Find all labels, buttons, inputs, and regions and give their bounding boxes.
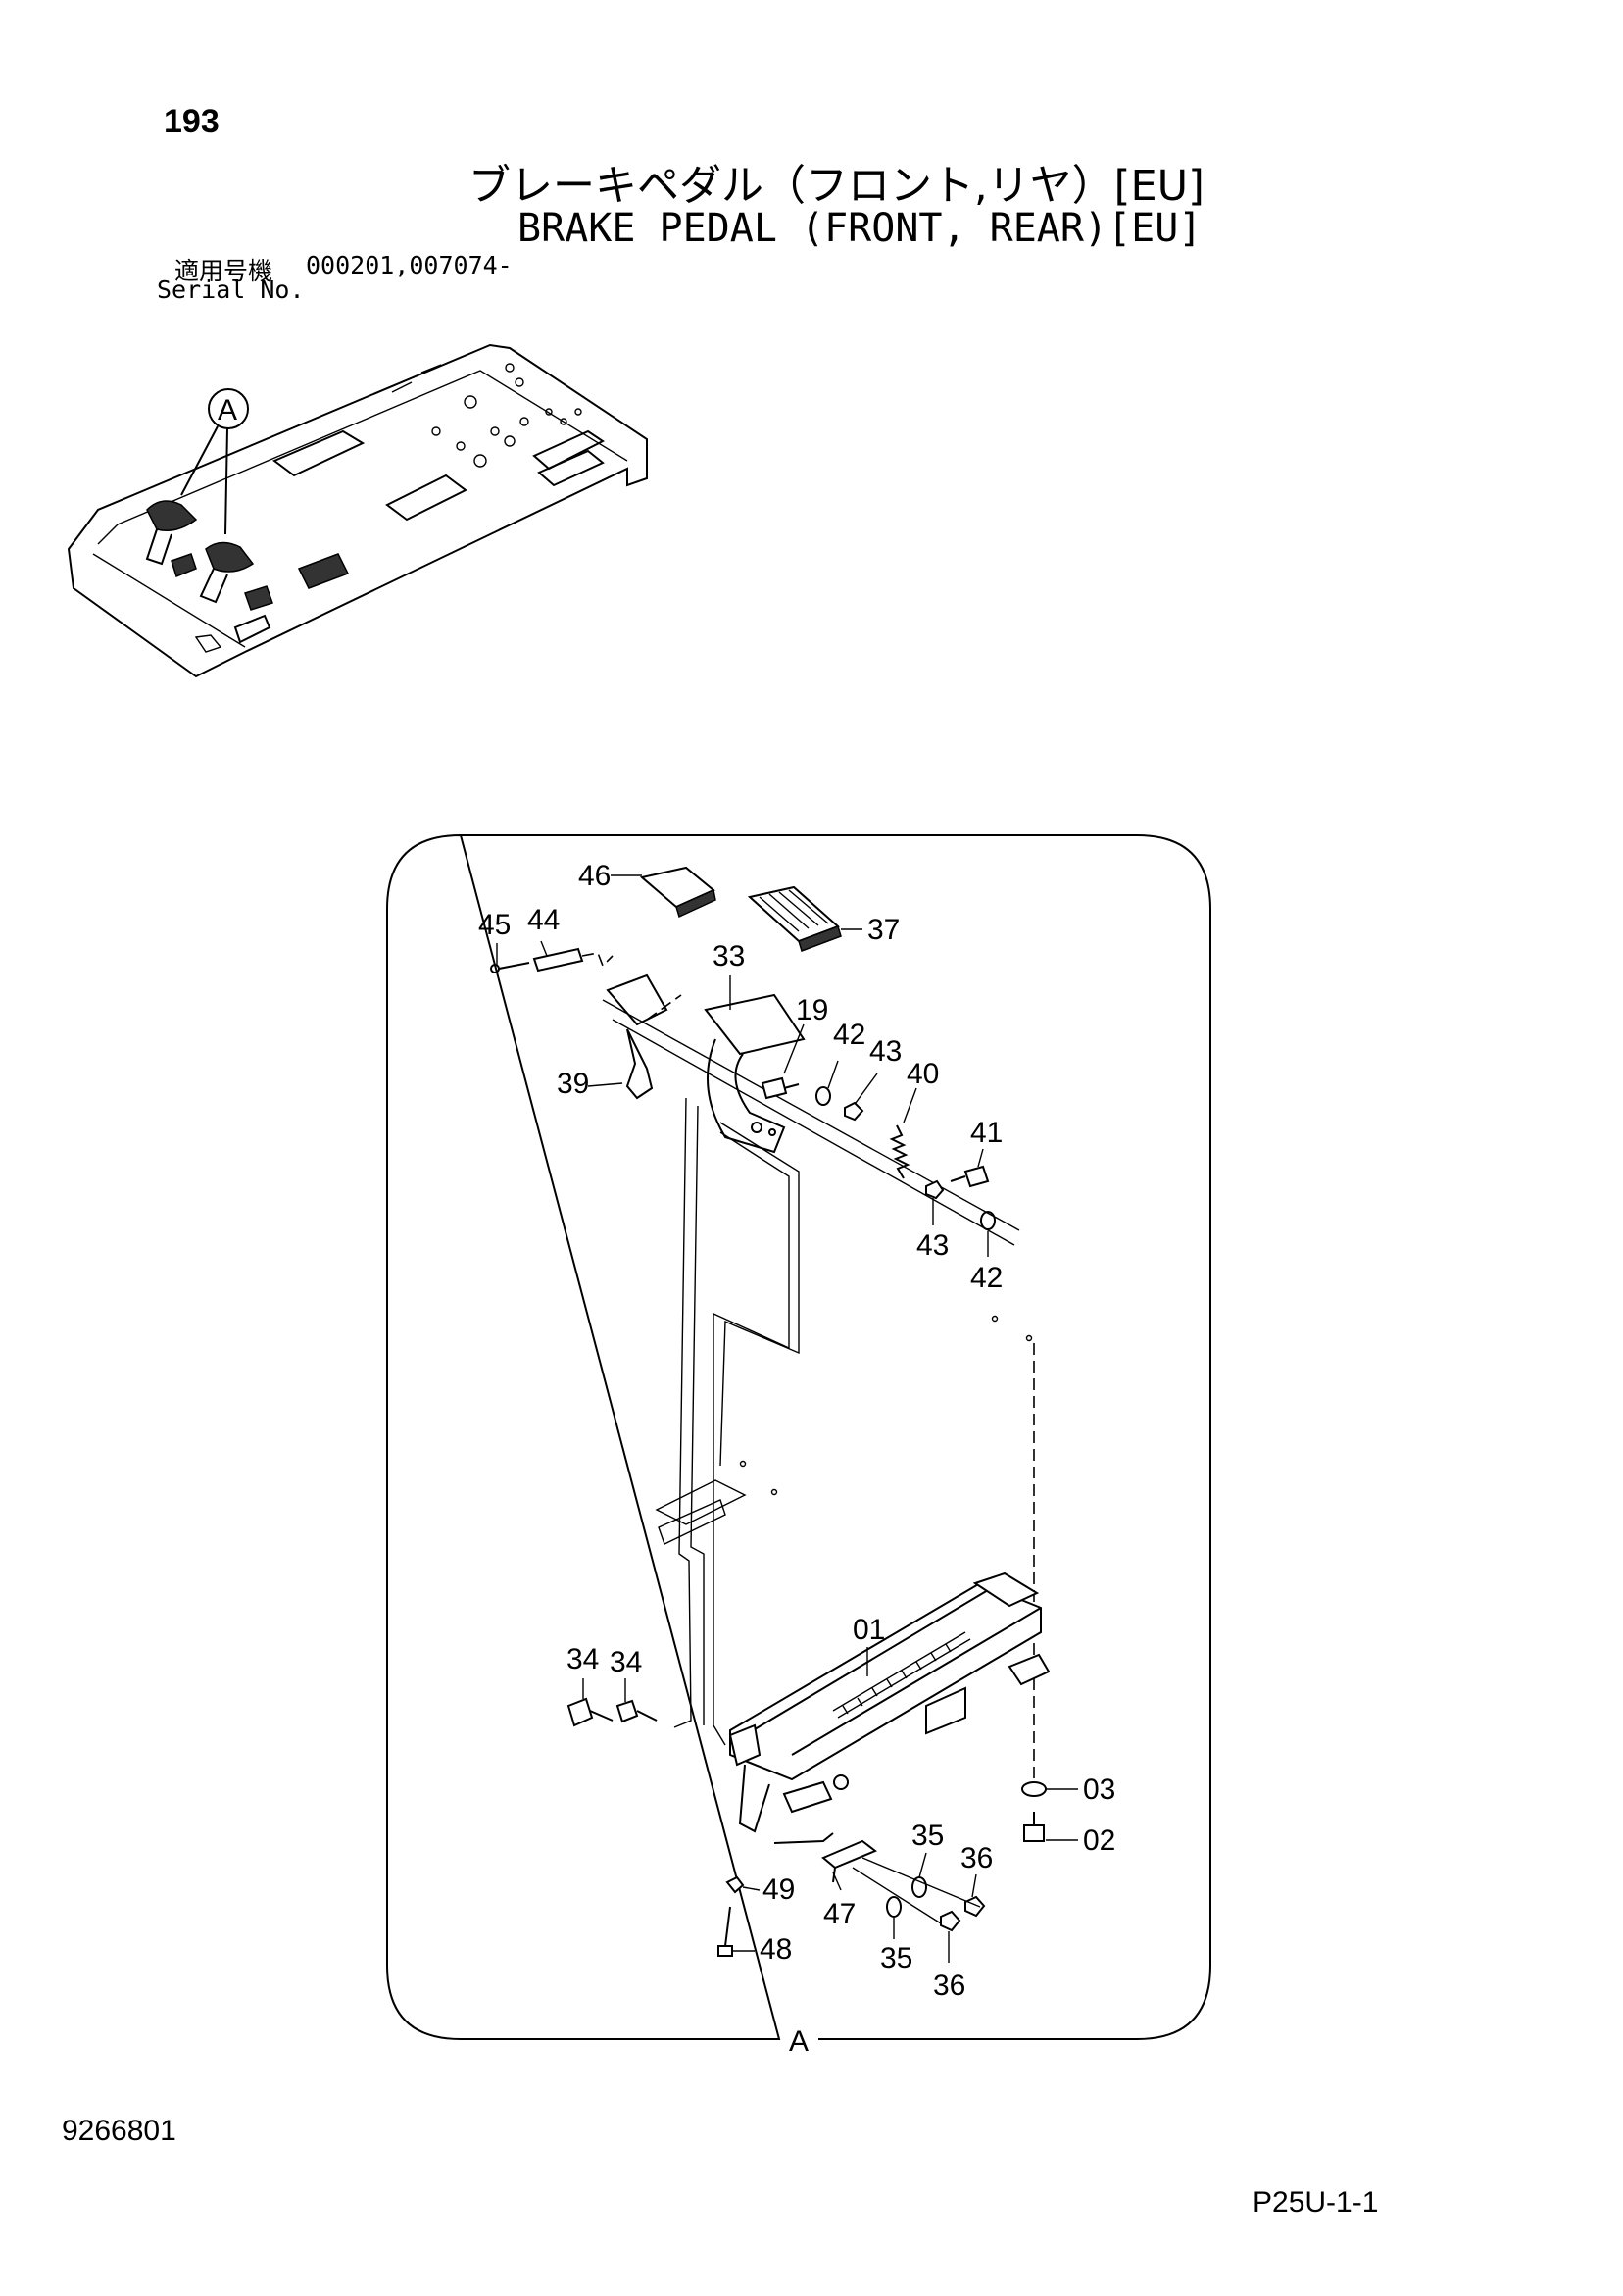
overview-pedal-rear xyxy=(199,541,273,611)
part-label-46: 46 xyxy=(578,860,611,892)
leader-lines xyxy=(496,874,1078,1963)
part-label-36-upper: 36 xyxy=(960,1842,993,1874)
part-label-37: 37 xyxy=(867,914,900,946)
washer-42-lower xyxy=(980,1211,996,1230)
pedal-pad-37 xyxy=(747,885,842,952)
part-label-45: 45 xyxy=(478,909,511,941)
part-label-35-upper: 35 xyxy=(911,1820,944,1852)
part-labels: 46 37 45 44 33 19 42 43 40 39 41 43 42 0… xyxy=(478,860,1115,2002)
bolt-02 xyxy=(1023,1812,1045,1842)
bolt-48 xyxy=(717,1906,733,1957)
overview-pedal-front xyxy=(145,500,198,577)
pedal-bracket-33 xyxy=(704,993,806,1154)
part-label-33: 33 xyxy=(713,940,745,973)
spring-40 xyxy=(889,1124,910,1179)
nut-36-b xyxy=(940,1910,961,1932)
part-label-49: 49 xyxy=(762,1873,795,1906)
washer-03 xyxy=(1021,1781,1047,1797)
floor-plate xyxy=(67,343,648,678)
bolt-41 xyxy=(950,1165,990,1188)
part-label-48: 48 xyxy=(760,1933,792,1966)
part-label-44: 44 xyxy=(527,904,560,936)
serial-label-japanese: 適用号機 xyxy=(174,257,273,285)
brake-rods xyxy=(655,1097,1033,1746)
overview-callout: A xyxy=(180,388,249,535)
part-label-43-lower: 43 xyxy=(916,1229,949,1262)
part-label-01: 01 xyxy=(853,1614,885,1646)
part-label-39: 39 xyxy=(557,1068,589,1100)
nut-43-lower xyxy=(925,1179,945,1200)
serial-value: 000201,007074- xyxy=(306,251,513,279)
title-japanese: ブレーキペダル（フロント,リヤ）[EU] xyxy=(468,162,1205,211)
washer-35-a xyxy=(911,1876,927,1898)
washer-35-b xyxy=(886,1896,902,1918)
part-label-41: 41 xyxy=(970,1117,1003,1149)
title-english: BRAKE PEDAL (FRONT, REAR)[EU] xyxy=(517,206,1203,251)
part-label-34-b: 34 xyxy=(610,1646,642,1678)
detail-frame xyxy=(386,833,1211,2040)
bolt-19 xyxy=(761,1076,800,1100)
part-label-43-upper: 43 xyxy=(869,1035,902,1068)
bracket-47 xyxy=(821,1839,877,1883)
bolt-34-a xyxy=(566,1697,614,1727)
pedal-pad-46 xyxy=(639,866,716,919)
page-code: P25U-1-1 xyxy=(1253,2186,1379,2219)
part-label-34-a: 34 xyxy=(566,1643,599,1675)
drawing-number: 9266801 xyxy=(62,2115,176,2147)
page-number: 193 xyxy=(164,103,220,140)
serial-label-english: Serial No. xyxy=(157,275,305,304)
part-label-42-upper: 42 xyxy=(833,1019,865,1051)
bolt-34-b xyxy=(615,1699,658,1723)
part-label-40: 40 xyxy=(907,1058,939,1090)
pin-45-44 xyxy=(490,947,614,973)
part-label-36-lower: 36 xyxy=(933,1970,965,2002)
nut-43-upper xyxy=(844,1101,864,1122)
part-label-35-lower: 35 xyxy=(880,1942,912,1974)
view-label: A xyxy=(789,2025,809,2058)
pivot-shaft xyxy=(602,999,1020,1231)
pedal-base-01 xyxy=(728,1572,1051,1844)
part-label-19: 19 xyxy=(796,994,828,1026)
washer-42-upper xyxy=(815,1086,831,1106)
part-label-42-lower: 42 xyxy=(970,1262,1003,1294)
callout-label: A xyxy=(218,394,237,426)
part-label-03: 03 xyxy=(1083,1773,1115,1806)
nut-49 xyxy=(725,1875,745,1894)
part-label-47: 47 xyxy=(823,1898,856,1930)
nut-36-a xyxy=(964,1895,986,1918)
part-label-02: 02 xyxy=(1083,1824,1115,1857)
